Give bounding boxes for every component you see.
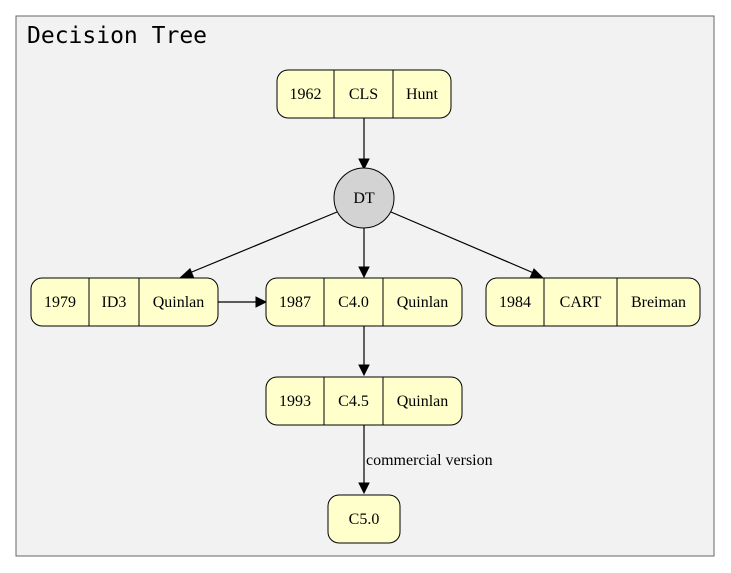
node-id3-author: Quinlan (153, 294, 205, 311)
edge-cls-dt (358, 118, 370, 171)
node-c45-author: Quinlan (397, 393, 449, 410)
node-dt-label: DT (353, 190, 375, 207)
node-cart-name: CART (560, 294, 602, 311)
node-id3-year: 1979 (44, 294, 76, 311)
node-dt: DT (333, 167, 395, 229)
node-cls-year: 1962 (290, 86, 322, 103)
node-cart-author: Breiman (631, 294, 686, 311)
cluster-title: Decision Tree (27, 23, 207, 49)
node-c40-year: 1987 (279, 294, 311, 311)
edge-dt-cart (390, 211, 545, 279)
node-cls-name: CLS (349, 86, 378, 103)
edge-dt-c40 (358, 228, 370, 279)
node-cart: 1984 CART Breiman (485, 277, 701, 327)
node-cls: 1962 CLS Hunt (276, 69, 452, 119)
edge-c45-c50: commercial version (358, 425, 493, 495)
node-cart-year: 1984 (499, 294, 531, 311)
node-c40-author: Quinlan (397, 294, 449, 311)
node-id3: 1979 ID3 Quinlan (30, 277, 219, 327)
edge-id3-c40 (218, 296, 268, 308)
edges: commercial version (178, 118, 545, 495)
node-c40-name: C4.0 (338, 294, 369, 311)
node-c50: C5.0 (327, 494, 401, 544)
node-c45-year: 1993 (279, 393, 311, 410)
edge-label-commercial-version: commercial version (366, 452, 493, 469)
node-cls-author: Hunt (406, 86, 439, 103)
node-c45-name: C4.5 (338, 393, 369, 410)
node-c40: 1987 C4.0 Quinlan (265, 277, 463, 327)
node-c45: 1993 C4.5 Quinlan (265, 376, 463, 426)
node-c50-label: C5.0 (349, 511, 380, 528)
edge-c40-c45 (358, 326, 370, 377)
node-id3-name: ID3 (102, 294, 127, 311)
